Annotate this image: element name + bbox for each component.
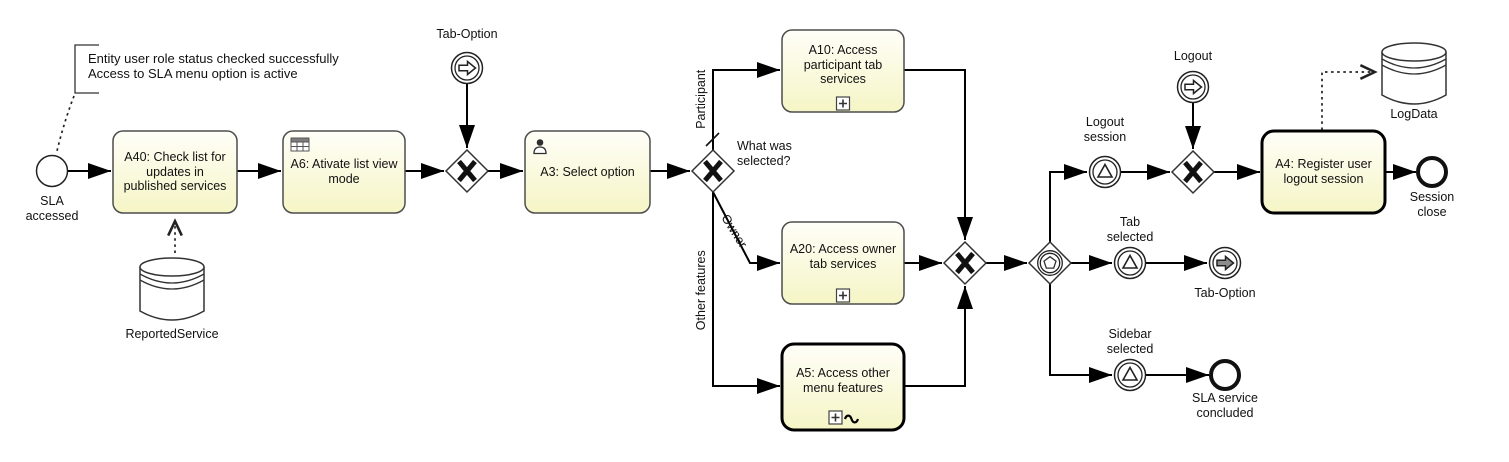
datastore-log-data[interactable] <box>1381 42 1447 105</box>
adhoc-tilde-icon <box>843 414 860 424</box>
end-event-sla-concluded[interactable] <box>1209 359 1241 391</box>
link-arrow-filled-icon <box>1216 254 1235 272</box>
link-catch-event-tab-option[interactable] <box>450 51 484 85</box>
task-a5[interactable] <box>780 342 906 432</box>
flow-owner <box>712 191 780 271</box>
annotation-bracket <box>74 44 99 94</box>
link-arrow-icon <box>458 59 477 77</box>
task-a6[interactable] <box>282 130 406 214</box>
associations <box>56 44 1374 253</box>
gateway-exclusive-3[interactable] <box>1170 149 1216 195</box>
signal-triangle-icon <box>1121 365 1139 381</box>
list-view-icon <box>290 137 310 152</box>
signal-triangle-icon <box>1096 162 1114 178</box>
flow-other-features <box>712 192 780 394</box>
flow-a5-merge <box>904 286 973 387</box>
assoc-a4-logdata <box>1321 72 1374 130</box>
signal-catch-event-logout-session[interactable] <box>1088 155 1122 189</box>
gateway-what-was-selected[interactable] <box>690 148 736 194</box>
flow-a10-merge <box>904 69 973 240</box>
task-a20[interactable] <box>781 221 905 305</box>
sequence-flows <box>68 62 1416 394</box>
subprocess-plus-icon-a10 <box>835 96 851 111</box>
assoc-annotation-start <box>56 95 75 152</box>
signal-triangle-icon <box>1121 253 1139 269</box>
subprocess-plus-icon-a20 <box>835 288 851 303</box>
task-a4[interactable] <box>1260 129 1387 215</box>
signal-catch-event-tab-selected[interactable] <box>1113 246 1147 280</box>
gateway-merge[interactable] <box>942 240 988 286</box>
flow-eventgw-logoutsession <box>1049 164 1087 242</box>
gateway-event-based[interactable] <box>1027 240 1073 286</box>
flow-eventgw-sidebar <box>1049 284 1112 383</box>
task-a3[interactable] <box>524 130 651 214</box>
datastore-reported-service[interactable] <box>139 257 205 321</box>
end-event-session-close[interactable] <box>1416 156 1448 188</box>
gateway-exclusive-1[interactable] <box>444 148 490 194</box>
user-task-icon <box>533 139 547 155</box>
signal-catch-event-sidebar-selected[interactable] <box>1113 358 1147 392</box>
task-a10[interactable] <box>781 29 905 113</box>
link-throw-event-tab-option[interactable] <box>1208 246 1242 280</box>
link-catch-event-logout[interactable] <box>1176 70 1210 104</box>
start-event-sla-accessed[interactable] <box>35 154 69 188</box>
flow-participant <box>712 62 780 150</box>
task-a40[interactable] <box>112 130 238 214</box>
link-arrow-icon <box>1184 78 1203 96</box>
default-flow-slash <box>705 132 720 147</box>
subprocess-plus-icon-a5 <box>828 410 843 425</box>
